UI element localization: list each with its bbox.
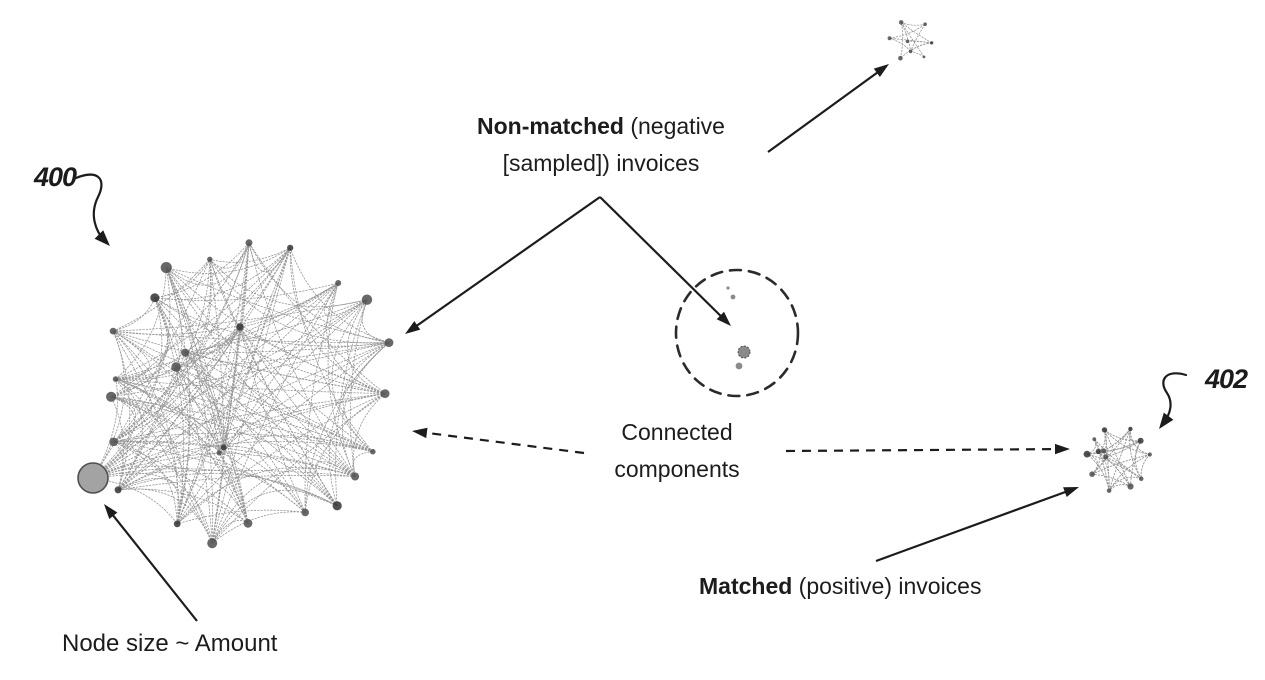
invoice-node	[150, 293, 160, 303]
invoice-node	[106, 391, 117, 402]
non-matched-label: Non-matched (negative [sampled]) invoice…	[440, 108, 762, 182]
sampled-invoice-dot	[735, 362, 743, 370]
non-matched-label-line1: Non-matched (negative	[440, 108, 762, 145]
invoice-node	[898, 20, 904, 25]
matched-label-rest: (positive) invoices	[792, 573, 982, 599]
connected-components-line1: Connected	[621, 419, 733, 445]
arrowhead	[873, 64, 889, 77]
invoice-node	[114, 486, 122, 494]
non-matched-label-line2: [sampled]) invoices	[502, 150, 700, 176]
invoice-node	[1101, 427, 1108, 433]
invoice-node	[1103, 454, 1109, 460]
invoice-node	[301, 508, 310, 517]
node-size-arrow	[104, 504, 198, 622]
invoice-node	[908, 49, 913, 54]
invoice-node	[1092, 437, 1097, 442]
matched-component-graph	[1083, 426, 1152, 493]
ref-402-pointer	[1159, 372, 1188, 429]
non-matched-label-rest: (negative	[623, 113, 725, 139]
matched-component-graph-nodes	[1083, 426, 1152, 493]
arrowhead	[104, 504, 118, 519]
invoice-node	[207, 538, 218, 549]
sampled-invoice-dot	[737, 345, 751, 359]
invoice-node	[1089, 471, 1095, 478]
invoice-node	[216, 450, 222, 456]
sampled-invoice-dot	[726, 286, 730, 290]
invoice-node	[1095, 448, 1101, 455]
invoice-node	[351, 472, 360, 481]
invoice-node	[236, 323, 244, 331]
invoice-node	[287, 244, 294, 251]
main-component-graph-edges	[92, 242, 390, 544]
large-amount-node	[77, 462, 109, 494]
connected-components-label: Connected components	[570, 414, 784, 488]
invoice-node	[887, 36, 892, 41]
invoice-node	[243, 518, 253, 528]
invoice-node	[171, 362, 181, 372]
invoice-node	[207, 256, 213, 262]
reference-numeral-402: 402	[1205, 364, 1248, 394]
invoice-node	[1106, 488, 1112, 493]
invoice-node	[898, 55, 903, 61]
invoice-node	[1147, 452, 1152, 457]
arrowhead	[1063, 487, 1079, 497]
sampled-region-circle	[674, 268, 800, 398]
invoice-node	[109, 437, 118, 447]
arrowhead	[412, 427, 428, 439]
invoice-node	[109, 327, 117, 335]
invoice-node	[1127, 483, 1134, 490]
invoice-node	[922, 55, 926, 59]
invoice-node	[1083, 450, 1091, 458]
invoice-node	[335, 280, 342, 286]
arrowhead	[1159, 412, 1174, 429]
invoice-node	[361, 294, 373, 305]
non-matched-to-outlier-arrow	[767, 64, 889, 153]
connected-components-line2: components	[614, 456, 740, 482]
invoice-node	[112, 376, 119, 382]
connected-left-arrow	[412, 427, 585, 455]
invoice-node	[160, 262, 172, 274]
invoice-node	[1128, 426, 1133, 432]
connected-right-arrow	[785, 443, 1070, 455]
invoice-node	[384, 338, 394, 347]
sampled-invoice-dot	[730, 294, 736, 300]
invoice-node	[923, 22, 927, 27]
node-size-label: Node size ~ Amount	[62, 630, 278, 657]
invoice-node	[370, 448, 376, 455]
sampled-region	[674, 268, 800, 398]
arrowhead	[1055, 443, 1070, 455]
invoice-node	[930, 41, 934, 45]
non-matched-to-main-arrow	[405, 196, 601, 334]
invoice-node	[332, 501, 342, 511]
ref-400-pointer	[74, 173, 110, 246]
invoice-node	[181, 348, 190, 357]
main-component-graph	[77, 239, 394, 549]
matched-label: Matched (positive) invoices	[699, 573, 981, 600]
arrowhead	[716, 311, 731, 326]
invoice-node	[380, 389, 390, 398]
invoice-node	[905, 39, 910, 44]
matched-label-bold: Matched	[699, 573, 793, 599]
invoice-node	[220, 444, 227, 451]
matched-label-arrow	[875, 487, 1079, 563]
non-matched-label-bold: Non-matched	[477, 113, 624, 139]
invoice-node	[173, 520, 181, 528]
arrowhead	[405, 321, 421, 334]
arrowhead	[94, 230, 110, 246]
non-matched-to-sampled-arrow	[599, 196, 731, 326]
outlier-component-graph	[887, 20, 934, 61]
invoice-node	[1137, 437, 1144, 444]
invoice-node	[1101, 448, 1107, 454]
outlier-component-graph-nodes	[887, 20, 934, 61]
invoice-node	[1138, 476, 1144, 482]
reference-numeral-400: 400	[34, 162, 77, 192]
invoice-node	[245, 239, 253, 247]
main-component-graph-nodes	[77, 239, 394, 549]
